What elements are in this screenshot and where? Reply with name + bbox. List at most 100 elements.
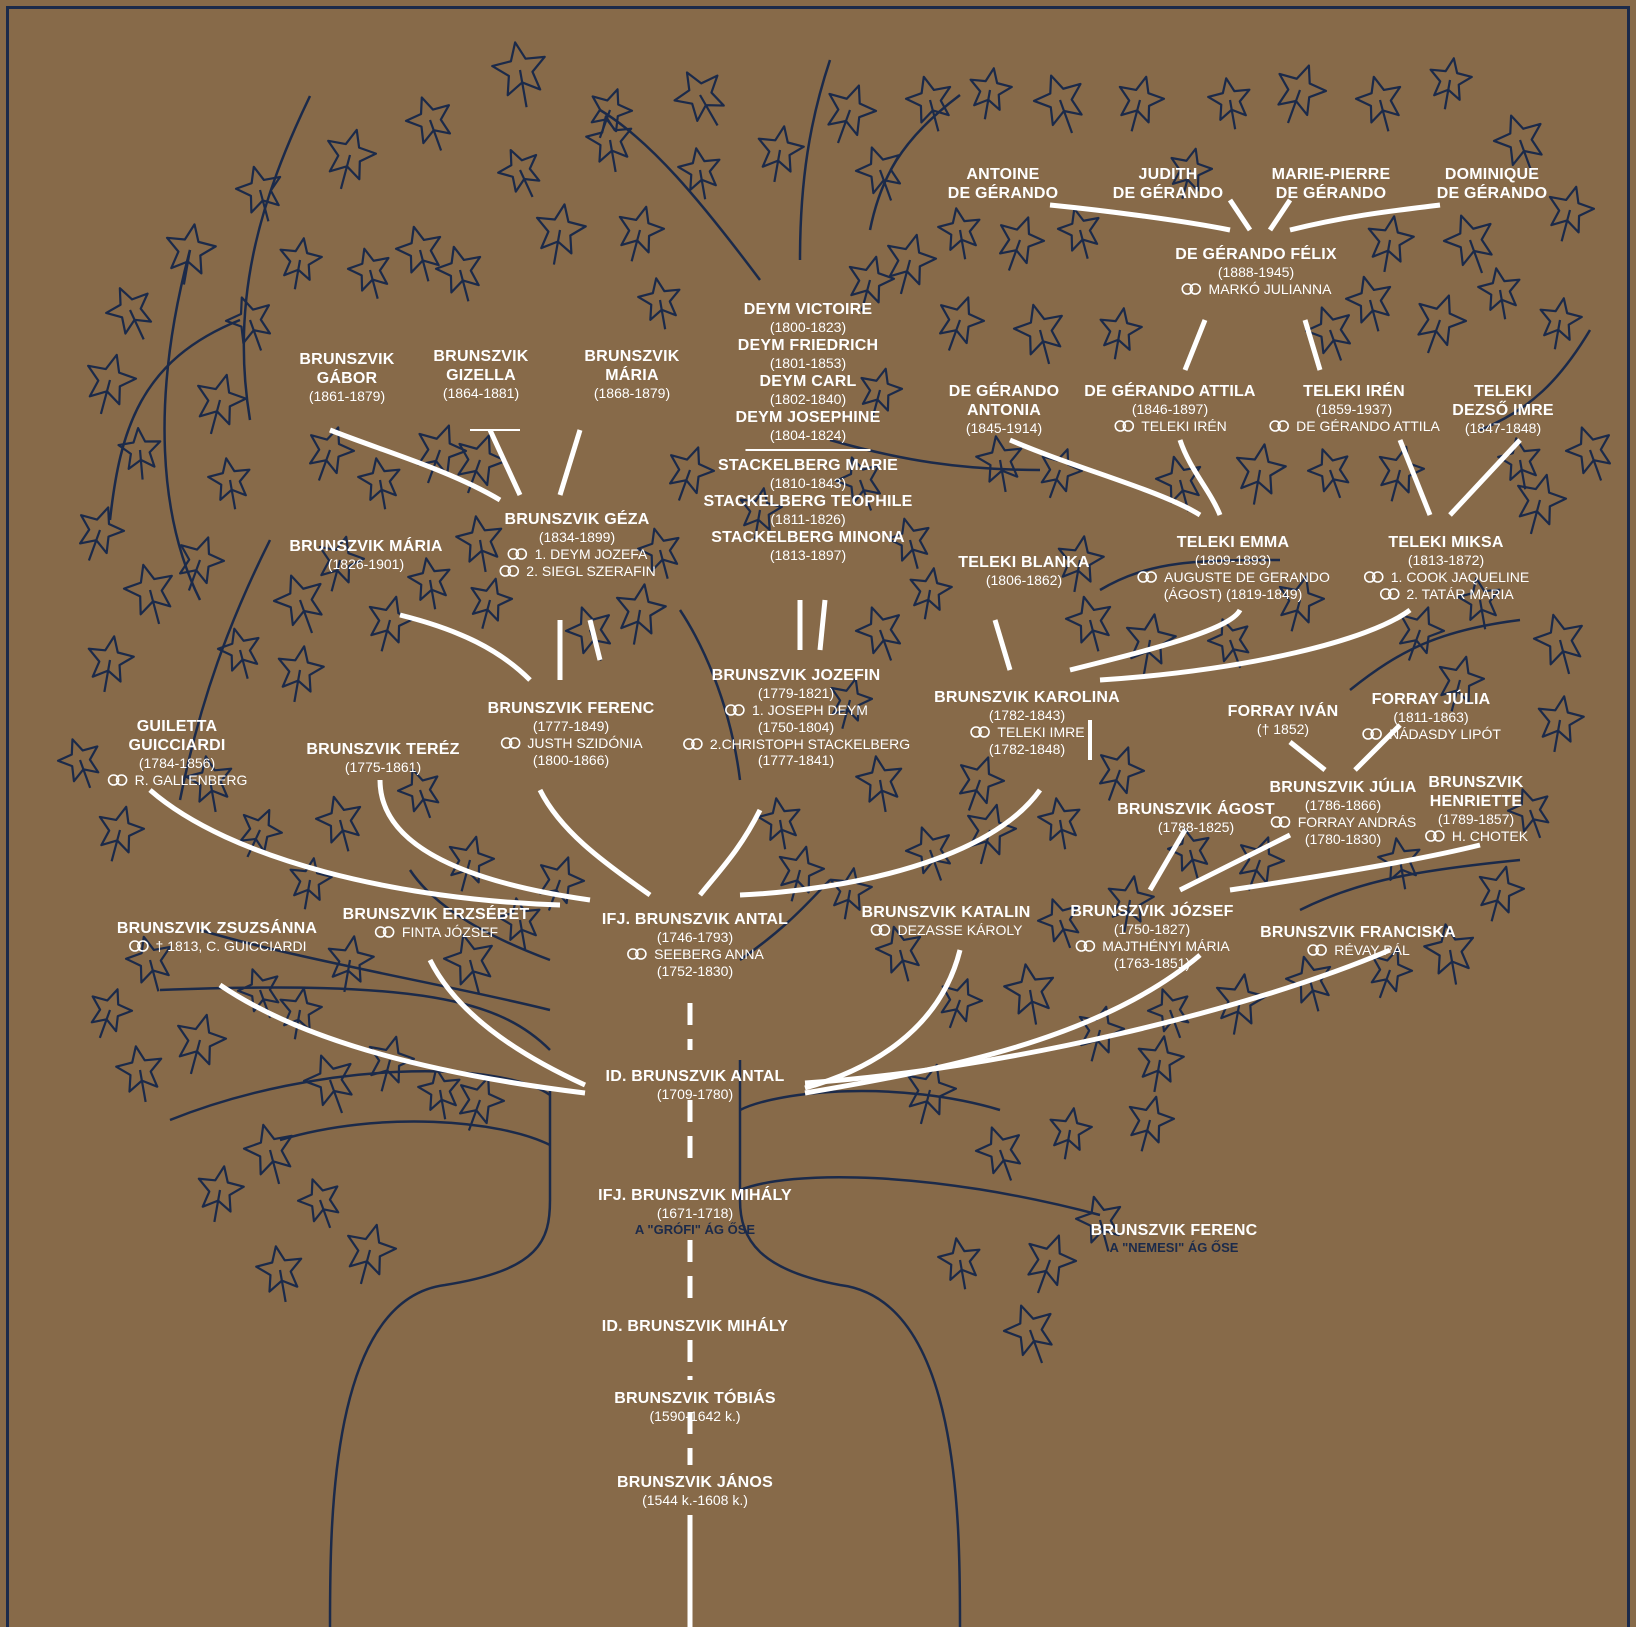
person-name: DEYM JOSEPHINE xyxy=(735,408,881,426)
person-name: BRUNSZVIK xyxy=(1428,774,1524,791)
person-name: STACKELBERG TEOPHILE xyxy=(703,492,913,510)
person-dates: (1709-1780) xyxy=(656,1086,734,1103)
spouse-line: FINTA JÓZSEF xyxy=(343,924,530,941)
maple-leaf-icon xyxy=(224,296,272,351)
person-name: IFJ. BRUNSZVIK MIHÁLY xyxy=(598,1187,792,1204)
maple-leaf-icon xyxy=(272,574,323,634)
maple-leaf-icon xyxy=(346,247,390,299)
spouse-name: JUSTH SZIDÓNIA xyxy=(527,734,643,751)
tree-branch-line xyxy=(199,928,551,1012)
lineage-connector xyxy=(817,599,828,651)
person-dates: (1847-1848) xyxy=(1464,420,1542,437)
person-dates: (1806-1862) xyxy=(985,572,1063,589)
maple-leaf-icon xyxy=(1012,303,1063,365)
lineage-connector xyxy=(587,619,603,661)
marriage-rings-icon xyxy=(1362,728,1382,740)
spouse-line: RÉVAY PÁL xyxy=(1260,942,1456,959)
spouse-name: 1. JOSEPH DEYM xyxy=(752,701,868,718)
person-dates: (1801-1853) xyxy=(769,355,847,372)
maple-leaf-icon xyxy=(442,933,493,995)
person-name: ID. BRUNSZVIK ANTAL xyxy=(605,1068,785,1085)
person-name: DEYM CARL xyxy=(759,372,857,390)
person-name: ANTOINE xyxy=(966,166,1040,183)
person-name: BRUNSZVIK xyxy=(433,348,529,365)
person-dates: (ÁGOST) (1819-1849) xyxy=(1163,585,1303,602)
person-name: BRUNSZVIK KAROLINA xyxy=(934,689,1120,706)
spouse-line: 2. SIEGL SZERAFIN xyxy=(498,563,656,580)
spouse-name: DE GÉRANDO ATTILA xyxy=(1296,417,1440,434)
maple-leaf-icon xyxy=(1170,147,1214,199)
maple-leaf-icon xyxy=(887,233,938,295)
maple-leaf-icon xyxy=(207,457,251,510)
maple-leaf-icon xyxy=(636,527,680,579)
lineage-connector xyxy=(427,958,587,1088)
maple-leaf-icon xyxy=(1284,955,1332,1012)
spouse-name: MAJTHÉNYI MÁRIA xyxy=(1102,937,1230,954)
tree-branch-line xyxy=(408,869,551,962)
person-name: DE GÉRANDO xyxy=(1436,185,1548,203)
maple-leaf-icon xyxy=(115,1045,163,1103)
person-name: BRUNSZVIK JOZEFIN xyxy=(711,667,881,684)
spouse-line: TELEKI IMRE xyxy=(934,724,1120,741)
lineage-connector xyxy=(1267,198,1293,232)
maple-leaf-icon xyxy=(255,1245,303,1303)
marriage-rings-icon xyxy=(128,940,149,952)
maple-leaf-icon xyxy=(434,245,482,302)
marriage-rings-icon xyxy=(1075,940,1096,952)
maple-leaf-icon xyxy=(90,988,134,1039)
maple-leaf-icon xyxy=(975,435,1023,493)
person-node-teleki-emma: TELEKI EMMA(1809-1893)AUGUSTE DE GERANDO… xyxy=(1136,533,1330,603)
maple-leaf-icon xyxy=(239,808,283,858)
person-dates: (1779-1821) xyxy=(757,685,835,702)
tree-branch-line xyxy=(328,1090,552,1627)
person-name: BRUNSZVIK ZSUZSÁNNA xyxy=(116,920,318,937)
person-node-brunszvik-zsuzsanna: BRUNSZVIK ZSUZSÁNNA† 1813, C. GUICCIARDI xyxy=(117,919,317,955)
maple-leaf-icon xyxy=(1057,535,1105,593)
person-dates: (1782-1848) xyxy=(988,740,1066,757)
maple-leaf-icon xyxy=(830,677,874,729)
tree-branch-line xyxy=(829,438,1041,472)
maple-leaf-icon xyxy=(615,583,667,645)
person-name: MÁRIA xyxy=(605,367,659,385)
spouse-name: TELEKI IMRE xyxy=(997,723,1085,740)
person-dates: (1809-1893) xyxy=(1194,552,1272,569)
maple-leaf-icon xyxy=(585,115,633,173)
person-dates: (1671-1718) xyxy=(656,1205,734,1222)
leaf-cluster xyxy=(56,41,1612,1364)
maple-leaf-icon xyxy=(1036,898,1080,949)
person-dates: (1802-1840) xyxy=(769,391,847,408)
person-name: BRUNSZVIK JÁNOS xyxy=(617,1474,773,1491)
maple-leaf-icon xyxy=(1064,595,1112,652)
maple-leaf-icon xyxy=(1032,74,1083,134)
person-dates: (1777-1841) xyxy=(757,752,835,769)
marriage-rings-icon xyxy=(1270,816,1291,828)
tree-branch-line xyxy=(739,1175,1101,1217)
tree-branch-line xyxy=(1349,618,1521,691)
maple-leaf-icon xyxy=(855,755,903,813)
spouse-name: 1. DEYM JOZEFA xyxy=(534,545,648,562)
maple-leaf-icon xyxy=(998,216,1046,271)
lineage-connector xyxy=(804,953,1202,1096)
person-node-brunszvik-agost: BRUNSZVIK ÁGOST(1788-1825) xyxy=(1117,800,1275,836)
lineage-connector xyxy=(1397,439,1433,516)
maple-leaf-icon xyxy=(197,1165,245,1223)
person-node-brunszvik-tobias: BRUNSZVIK TÓBIÁS(1590-1642 k.) xyxy=(614,1389,775,1425)
maple-leaf-icon xyxy=(909,567,953,620)
maple-leaf-icon xyxy=(739,487,783,540)
spouse-line: 1. COOK JAQUELINE xyxy=(1363,569,1529,586)
maple-leaf-icon xyxy=(860,367,904,419)
person-name: TELEKI EMMA xyxy=(1176,534,1290,551)
person-name: GUILETTA xyxy=(136,718,218,735)
marriage-rings-icon xyxy=(627,948,647,960)
maple-leaf-icon xyxy=(1344,275,1392,332)
person-node-brunszvik-julia: BRUNSZVIK JÚLIA(1786-1866)FORRAY ANDRÁS(… xyxy=(1269,778,1416,848)
lineage-connector xyxy=(1448,438,1522,517)
tree-branch-line xyxy=(798,59,832,261)
marriage-rings-icon xyxy=(507,548,528,560)
maple-leaf-icon xyxy=(1423,923,1475,985)
person-dates: (1810-1843) xyxy=(769,475,847,492)
